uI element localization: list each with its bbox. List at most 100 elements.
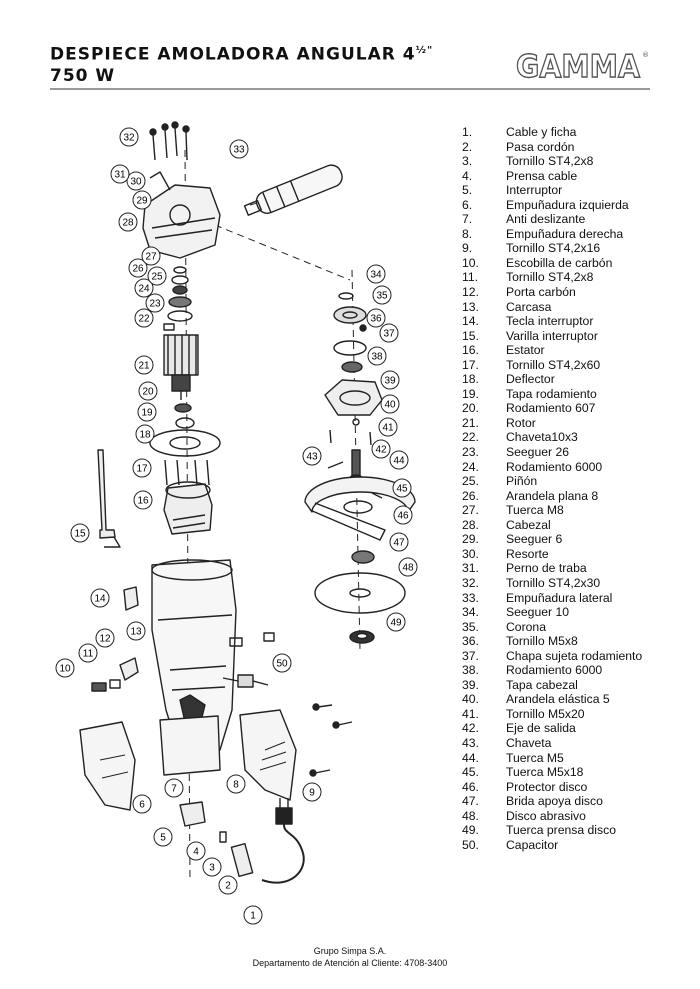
callout-label: 14 [94,594,106,605]
callout-bubble [134,355,154,375]
callout-bubble [372,285,392,305]
brand-name: GAMMA [516,49,640,82]
part-item: 37.Chapa sujeta rodamiento [462,649,642,664]
part-number: 35. [462,619,479,634]
part-name: Estator [506,343,545,358]
callout-bubble [145,293,165,313]
part-name: Deflector [506,372,555,387]
callout-bubble [147,266,167,286]
part-number: 45. [462,765,479,780]
footer-company: Grupo Simpa S.A. [313,946,387,956]
callout-bubble [138,381,158,401]
part-item: 25.Piñón [462,474,642,489]
cable-clamp [219,831,227,843]
callout-bubble [134,278,154,298]
callout-bubble [132,190,152,210]
part-name: Tuerca M8 [506,503,564,518]
callout-bubble [119,127,139,147]
switch-key [123,586,139,611]
part-number: 5. [462,183,473,198]
part-item: 44.Tuerca M5 [462,751,642,766]
part-name: Tuerca prensa disco [506,823,616,838]
part-number: 15. [462,328,479,343]
bearing-stack [163,266,193,331]
callout-label: 4 [193,847,199,858]
left-handle [79,721,136,811]
callout-label: 20 [142,387,154,398]
callout-bubble [218,875,238,895]
part-item: 31.Perno de traba [462,561,642,576]
callout-bubble [389,532,409,552]
part-name: Tornillo M5x8 [506,634,578,649]
callout-bubble [70,523,90,543]
part-number: 31. [462,561,479,576]
part-item: 34.Seeguer 10 [462,605,642,620]
part-name: Prensa cable [506,168,578,183]
part-item: 20. Rodamiento 607 [462,401,642,416]
switch-rod [97,449,121,548]
callout-label: 13 [130,627,142,638]
part-item: 43.Chaveta [462,736,642,751]
part-number: 26. [462,488,479,503]
callout-bubble [371,439,391,459]
part-number: 28. [462,517,479,532]
part-name: Seeguer 6 [506,532,563,547]
part-number: 42. [462,721,479,736]
part-name: Arandela elástica 5 [506,692,610,707]
part-item: 5.Interruptor [462,183,642,198]
callout-bubble [126,171,146,191]
part-number: 44. [462,750,479,765]
part-item: 11.Tornillo ST4,2x8 [462,270,642,285]
callout-label: 41 [382,423,394,434]
part-name: Seeguer 26 [506,445,570,460]
part-name: Rodamiento 607 [506,401,596,416]
part-name: Porta carbón [506,285,576,300]
abrasive-disc [314,572,406,614]
part-name: Carcasa [506,299,552,314]
key-43 [327,461,344,469]
part-number: 33. [462,590,479,605]
callout-bubble [110,164,130,184]
part-number: 29. [462,532,479,547]
part-number: 20. [462,401,479,416]
part-number: 38. [462,663,479,678]
part-number: 18. [462,372,479,387]
part-item: 19.Tapa rodamiento [462,387,642,402]
part-item: 4.Prensa cable [462,169,642,184]
callout-label: 18 [139,430,151,441]
part-item: 3.Tornillo ST4,2x8 [462,154,642,169]
part-number: 17. [462,357,479,372]
handle-screws [309,703,353,777]
part-item: 33.Empuñadura lateral [462,591,642,606]
part-item: 46.Protector disco [462,780,642,795]
part-name: Varilla interruptor [506,328,598,343]
callout-label: 29 [136,196,148,207]
callout-label: 42 [375,445,387,456]
part-item: 36. Tornillo M5x8 [462,634,642,649]
part-item: 32.Tornillo ST4,2x30 [462,576,642,591]
callout-label: 44 [393,456,405,467]
part-number: 36. [462,634,479,649]
callout-label: 40 [384,400,396,411]
bearing-607 [174,403,192,413]
part-item: 45.Tuerca M5x18 [462,765,642,780]
output-screws [329,429,372,446]
part-number: 41. [462,706,479,721]
callout-label: 34 [370,270,382,281]
callout-label: 49 [390,618,402,629]
callout-label: 15 [74,529,86,540]
part-name: Resorte [506,546,549,561]
part-name: Tapa rodamiento [506,386,597,401]
callout-bubble [128,258,148,278]
callout-label: 45 [396,484,408,495]
callout-label: 38 [371,352,383,363]
part-item: 14.Tecla interruptor [462,314,642,329]
part-number: 8. [462,226,473,241]
callout-bubble [118,212,138,232]
callout-label: 39 [384,376,396,387]
part-name: Arandela plana 8 [506,488,599,503]
callout-label: 25 [151,272,163,283]
backing-flange [351,550,375,564]
power-switch [179,801,206,827]
